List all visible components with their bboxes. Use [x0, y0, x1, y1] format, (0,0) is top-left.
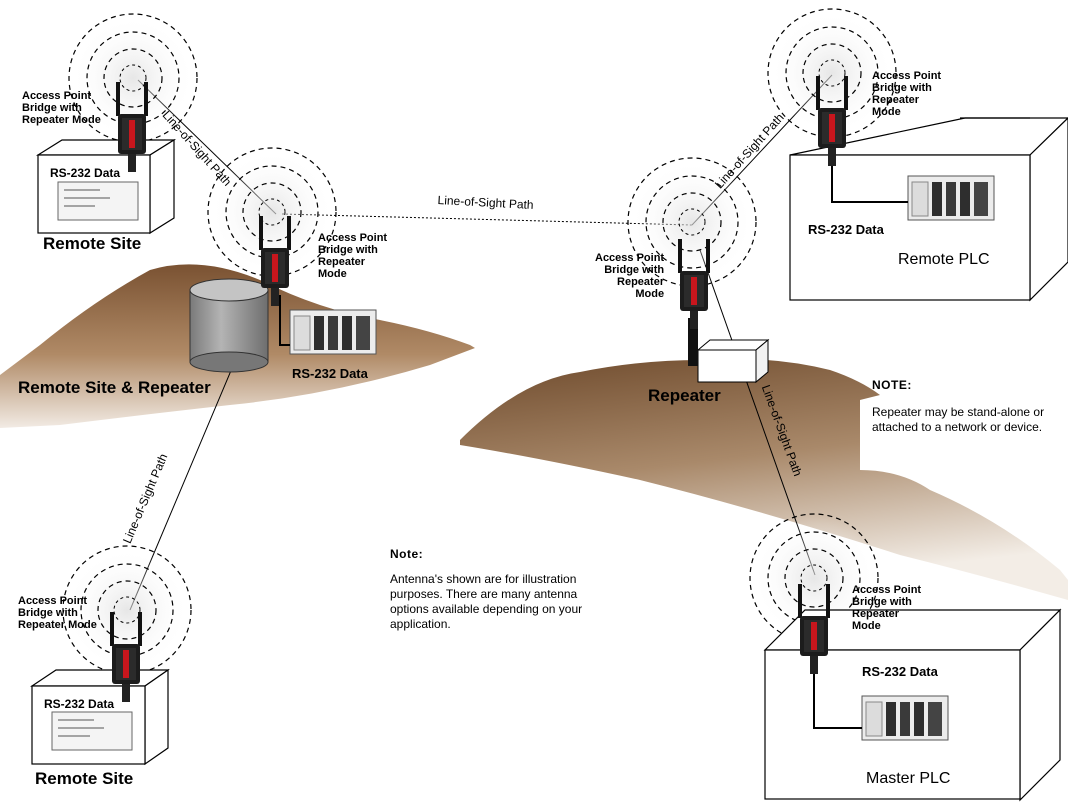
ap-label-line: Access Point — [872, 70, 942, 82]
ap-label-line: Bridge with — [22, 102, 82, 114]
rs232-label-left-repeater: RS-232 Data — [292, 366, 368, 381]
ap-label-top-left: Access Point Bridge with Repeater Mode — [22, 90, 101, 126]
site-label-master-plc: Master PLC — [866, 770, 951, 787]
ap-label-line: Repeater — [852, 608, 900, 620]
ap-label-line: Access Point — [22, 90, 92, 102]
enclosure-master-plc — [763, 608, 1062, 802]
rs232-label-top-left: RS-232 Data — [50, 166, 121, 180]
ap-label-line: Mode — [852, 620, 881, 632]
plc-left-repeater — [279, 295, 377, 355]
ap-label-left-repeater: Access Point Bridge with Repeater Mode — [318, 232, 387, 280]
rs232-label-bottom-left: RS-232 Data — [44, 697, 115, 711]
site-label-remote-site-repeater: Remote Site & Repeater — [18, 378, 211, 397]
ap-label-repeater: Access Point Bridge with Repeater Mode — [595, 252, 664, 300]
ap-label-line: Access Point — [595, 252, 665, 264]
ap-label-line: Repeater Mode — [18, 619, 97, 631]
ap-label-line: Bridge with — [318, 244, 378, 256]
enclosure-remote-bottom-left — [30, 668, 170, 766]
rs232-label-master: RS-232 Data — [862, 664, 938, 679]
ap-label-line: Mode — [635, 288, 665, 300]
note-right-body: Repeater may be stand-alone or attached … — [872, 405, 1045, 434]
note-right-title: NOTE: — [872, 378, 912, 392]
ap-label-line: Repeater — [872, 94, 920, 106]
ap-label-master: Access Point Bridge with Repeater Mode — [852, 584, 921, 632]
ap-label-line: Repeater Mode — [22, 114, 101, 126]
ap-label-line: Mode — [872, 106, 901, 118]
site-label-repeater: Repeater — [648, 386, 721, 405]
ap-label-bottom-left: Access Point Bridge with Repeater Mode — [18, 595, 97, 631]
ap-label-line: Mode — [318, 268, 347, 280]
ap-label-line: Bridge with — [872, 82, 932, 94]
repeater-box — [688, 318, 770, 384]
los-line-left-to-repeater — [281, 213, 693, 226]
water-tank — [189, 278, 269, 373]
hill-right — [460, 358, 1068, 600]
site-label-remote-bottom-left: Remote Site — [35, 769, 134, 788]
ap-label-line: Repeater — [617, 276, 665, 288]
ap-label-line: Access Point — [318, 232, 388, 244]
ap-label-remote-plc: Access Point Bridge with Repeater Mode — [872, 70, 941, 118]
ap-label-line: Bridge with — [604, 264, 665, 276]
enclosure-remote-plc — [789, 117, 1068, 302]
ap-label-line: Access Point — [18, 595, 88, 607]
note-center-body: Antenna's shown are for illustration pur… — [390, 572, 583, 631]
ap-label-line: Bridge with — [852, 596, 912, 608]
ap-label-line: Access Point — [852, 584, 922, 596]
note-center-title: Note: — [390, 547, 424, 561]
ap-label-line: Bridge with — [18, 607, 78, 619]
rs232-label-remote-plc: RS-232 Data — [808, 222, 884, 237]
enclosure-remote-top-left — [35, 138, 177, 235]
site-label-remote-plc: Remote PLC — [898, 251, 990, 268]
site-label-remote-top-left: Remote Site — [43, 234, 142, 253]
ap-label-line: Repeater — [318, 256, 366, 268]
